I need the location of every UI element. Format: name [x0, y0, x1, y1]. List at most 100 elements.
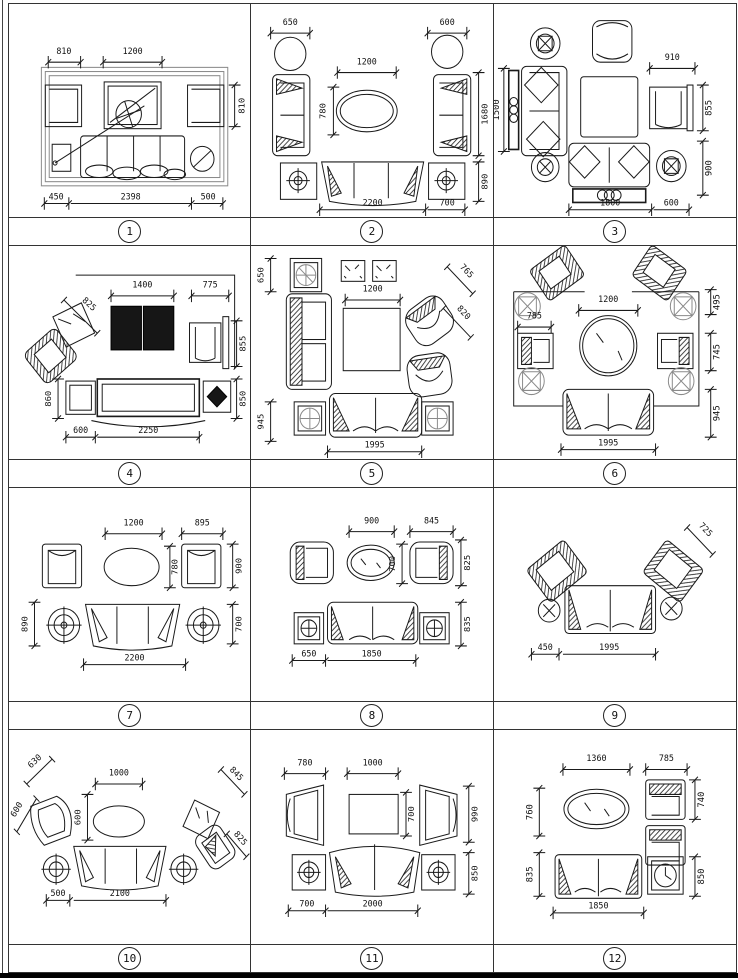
dim-label: 650 [257, 267, 267, 283]
dim-label: 780 [298, 758, 313, 768]
panel-number-badge: 3 [603, 220, 627, 243]
dim-label: 1800 [600, 198, 620, 208]
dim-label: 600 [440, 18, 455, 28]
sofa [73, 845, 167, 891]
drawing-12: 1360 785 760 835 740 850 1850 [494, 730, 736, 944]
dim-label: 845 [424, 516, 439, 526]
sheet-bottom-border [0, 973, 738, 978]
cushion [52, 302, 96, 348]
rotated-chair-left [529, 246, 584, 301]
round-end-table-right [168, 853, 199, 885]
dim-label: 860 [44, 391, 54, 407]
dim-label: 765 [458, 262, 476, 281]
dim-label: 910 [664, 53, 679, 63]
dim-label: 495 [712, 294, 722, 310]
end-table-right [202, 380, 232, 413]
planter-top-left [290, 257, 323, 293]
panel-label-strip: 10 [9, 944, 251, 972]
panel-label-strip: 5 [251, 459, 493, 487]
plant-right [431, 34, 464, 69]
dim-label: 820 [455, 304, 473, 323]
dim-label: 785 [526, 312, 541, 322]
dim-label: 630 [26, 753, 44, 771]
dim-label: 900 [705, 160, 715, 176]
rotated-chair-left [527, 540, 587, 602]
oval-table [346, 544, 396, 581]
panel-label-strip: 11 [251, 944, 493, 972]
dim-label: 745 [712, 344, 722, 360]
square-table [579, 76, 638, 138]
dim-label: 780 [319, 103, 329, 119]
plant-top-left [513, 292, 541, 321]
wing-chair-left [286, 784, 325, 846]
dim-label: 740 [697, 792, 707, 808]
panel-3: 1500 910 855 900 1800 600 3 [493, 4, 736, 246]
sofa [329, 844, 421, 897]
panel-8: 900 845 700 825 835 650 1850 8 [251, 488, 494, 730]
panel-10: 630 600 1000 600 845 825 500 2100 [9, 730, 252, 972]
pointer-line [54, 105, 145, 164]
dim-label: 835 [463, 616, 473, 632]
panel-number: 11 [365, 952, 379, 965]
armchair-right [648, 84, 694, 132]
armchair-bottom [644, 825, 686, 866]
dim-label: 700 [407, 806, 417, 822]
room-outline [75, 274, 236, 369]
armchair-right [181, 543, 222, 589]
dim-label: 700 [235, 616, 245, 632]
dim-label: 1200 [124, 518, 144, 528]
dim-label: 1200 [598, 295, 618, 305]
drawing-1: 810 1200 810 450 2398 500 [9, 4, 250, 217]
dim-label: 700 [440, 198, 455, 208]
panel-number: 3 [611, 225, 619, 238]
sofa [321, 161, 425, 207]
dim-label: 890 [481, 174, 491, 190]
tv-table [103, 81, 162, 130]
panel-1: 810 1200 810 450 2398 500 1 [9, 4, 252, 246]
panel-number-badge: 11 [360, 947, 384, 970]
dim-label: 650 [302, 649, 317, 659]
loveseat-left [272, 74, 311, 157]
dim-label: 825 [231, 829, 248, 848]
panel-number-badge: 10 [118, 947, 142, 970]
dim-label: 1500 [494, 99, 502, 120]
panel-number: 9 [611, 709, 619, 722]
dim-label: 2200 [363, 198, 383, 208]
dim-label: 450 [537, 643, 552, 653]
panel-number-badge: 8 [360, 704, 384, 727]
fan-chair [30, 795, 72, 846]
long-sofa [91, 378, 206, 428]
dim-label: 2250 [138, 426, 158, 436]
panel-5: 650 1200 765 820 945 1995 5 [251, 246, 494, 488]
dim-label: 1360 [586, 754, 606, 764]
rect-table [348, 793, 399, 835]
dim-label: 990 [471, 806, 481, 822]
dim-label: 600 [9, 800, 25, 819]
panel-number: 4 [126, 467, 133, 480]
dim-label: 2398 [121, 192, 141, 202]
round-table [189, 145, 215, 172]
panel-number-badge: 6 [603, 462, 627, 485]
panel-number-badge: 5 [360, 462, 384, 485]
panel-number-badge: 7 [118, 704, 142, 727]
dim-label: 845 [227, 765, 245, 784]
media-stand [571, 188, 647, 204]
armchair-right [187, 84, 225, 128]
round-side-table-left [46, 606, 82, 644]
armchair-right [189, 316, 230, 370]
panel-number-badge: 4 [118, 462, 142, 485]
end-table-left [292, 854, 327, 891]
panel-number-badge: 1 [118, 220, 142, 243]
dim-label: 600 [73, 426, 88, 436]
armchair-top [644, 779, 686, 820]
dim-label: 780 [171, 559, 181, 575]
dim-label: 810 [238, 98, 248, 114]
panel-label-strip: 12 [493, 944, 736, 972]
clock-table [646, 856, 684, 895]
drawing-5: 650 1200 765 820 945 1995 [251, 246, 492, 459]
dim-label: 500 [51, 889, 66, 899]
dim-label: 2000 [363, 899, 383, 909]
round-table-left [537, 598, 561, 623]
oval-table [103, 547, 160, 587]
